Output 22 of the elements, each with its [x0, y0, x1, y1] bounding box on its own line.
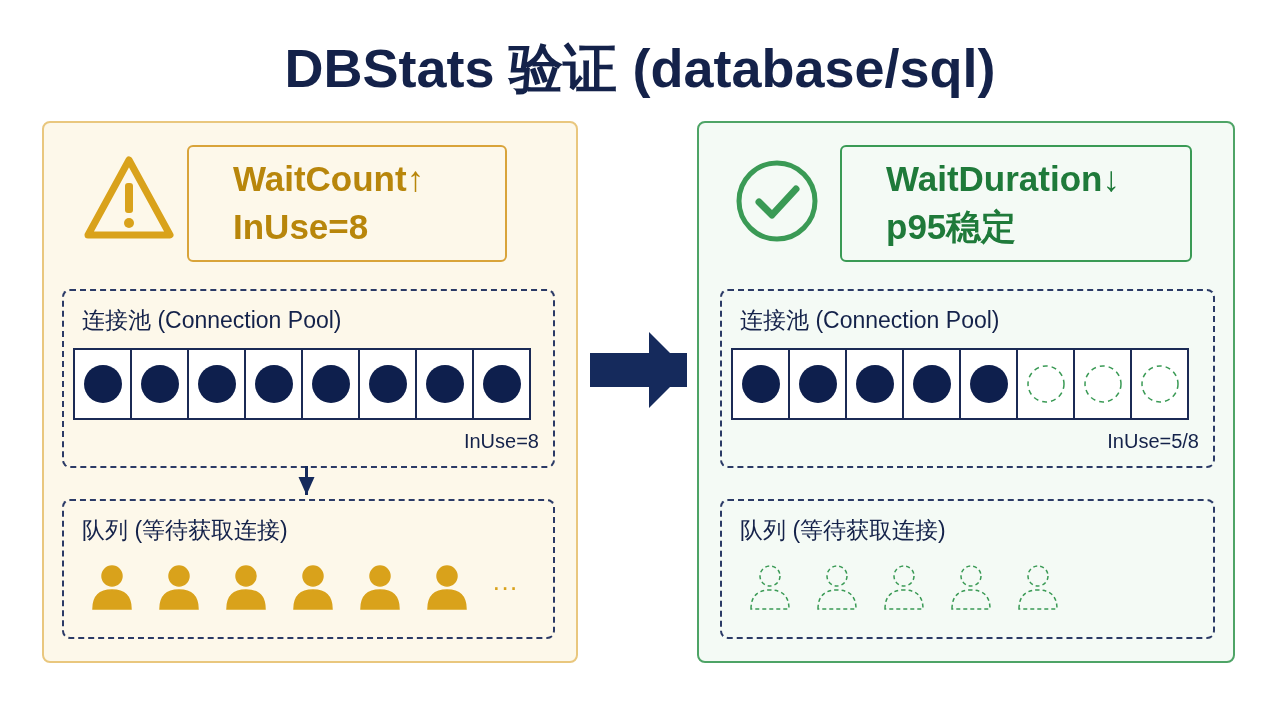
status-text: InUse=8 [233, 206, 370, 248]
arrow [298, 466, 315, 495]
status-text: p95稳定 [886, 206, 1018, 248]
ellipsis-label: ··· [492, 571, 518, 604]
status-text: WaitCount↑ [233, 158, 425, 200]
status-text: WaitDuration↓ [886, 158, 1120, 200]
section-title: 连接池 (Connection Pool) [82, 306, 342, 335]
queue-box [62, 499, 555, 639]
status-box [187, 145, 507, 262]
connection-pool-box [62, 289, 555, 468]
status-box [840, 145, 1192, 262]
section-title: 队列 (等待获取连接) [740, 516, 946, 545]
inuse-label: InUse=5/8 [1107, 429, 1199, 454]
arrow [590, 332, 687, 408]
connection-pool-box [720, 289, 1215, 468]
panel [42, 121, 578, 663]
queue-box [720, 499, 1215, 639]
section-title: 连接池 (Connection Pool) [740, 306, 1000, 335]
title: DBStats 验证 (database/sql) [284, 37, 996, 100]
inuse-label: InUse=8 [463, 429, 539, 454]
section-title: 队列 (等待获取连接) [82, 516, 288, 545]
panel [697, 121, 1235, 663]
